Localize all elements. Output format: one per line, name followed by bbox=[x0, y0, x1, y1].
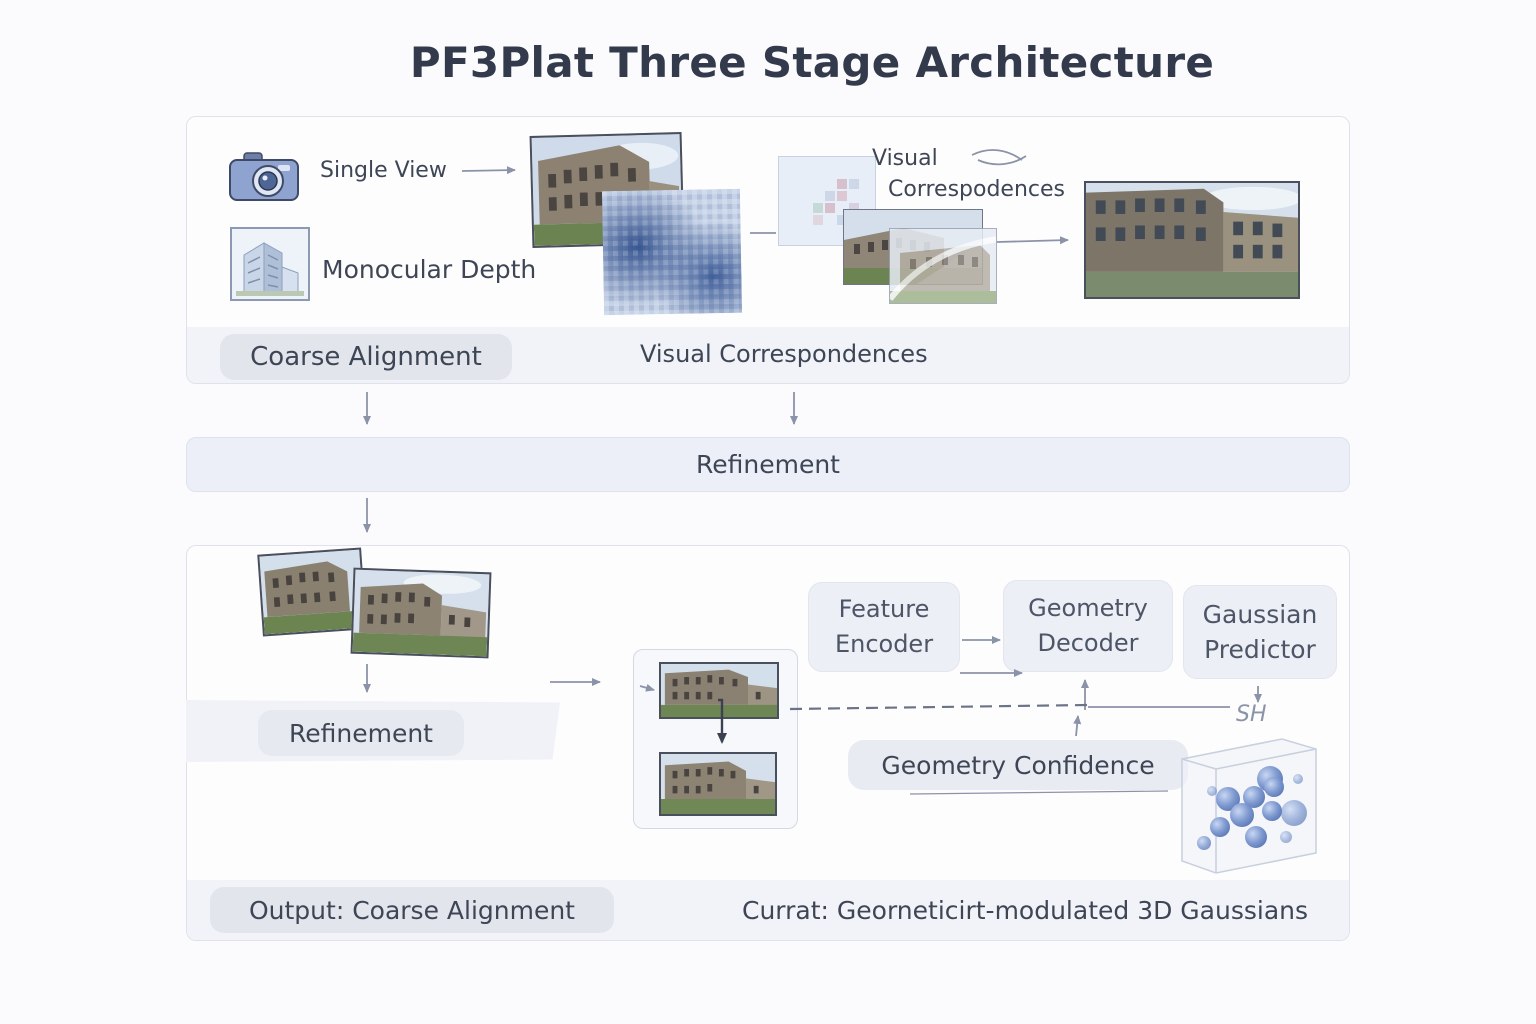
sh-label: SH bbox=[1236, 702, 1267, 727]
diagram-title: PF3Plat Three Stage Architecture bbox=[409, 38, 1215, 87]
output-caption: Currat: Georneticirt-modulated 3D Gaussi… bbox=[742, 896, 1309, 925]
refinement-pill: Refinement bbox=[258, 710, 464, 756]
geometry-decoder-line2: Decoder bbox=[1037, 629, 1139, 657]
view-pair-image-a bbox=[257, 547, 367, 637]
refined-view-image-bottom bbox=[659, 752, 777, 816]
gaussian-predictor-line2: Predictor bbox=[1204, 635, 1316, 664]
feature-encoder-line2: Encoder bbox=[834, 630, 934, 658]
correspondences-label-line1: Visual bbox=[872, 146, 938, 171]
refined-view-image-top bbox=[659, 662, 779, 719]
gaussian-predictor-line1: Gaussian bbox=[1202, 600, 1318, 629]
monocular-depth-label: Monocular Depth bbox=[322, 255, 537, 284]
geometry-decoder-line1: Geometry bbox=[1028, 594, 1148, 622]
refinement-bar: Refinement bbox=[186, 437, 1350, 492]
depth-building-icon bbox=[230, 227, 310, 301]
geometry-confidence-pill: Geometry Confidence bbox=[848, 740, 1188, 790]
aligned-result-image bbox=[1084, 181, 1300, 299]
gaussian-predictor-box: Gaussian Predictor bbox=[1183, 585, 1337, 679]
correspondence-photo-b bbox=[889, 228, 997, 304]
coarse-alignment-pill: Coarse Alignment bbox=[220, 334, 512, 380]
depth-map-image bbox=[601, 188, 743, 316]
correspondences-label-line2: Correspodences bbox=[888, 177, 1065, 202]
camera-icon bbox=[228, 150, 300, 202]
output-pill: Output: Coarse Alignment bbox=[210, 887, 614, 933]
visual-correspondences-band-label: Visual Correspondences bbox=[640, 340, 928, 368]
geometry-decoder-box: Geometry Decoder bbox=[1003, 580, 1173, 672]
single-view-label: Single View bbox=[320, 158, 447, 183]
gaussian-cube-icon bbox=[1176, 735, 1322, 875]
feature-encoder-box: Feature Encoder bbox=[808, 582, 960, 672]
refinement-bar-label: Refinement bbox=[696, 450, 840, 479]
feature-encoder-line1: Feature bbox=[838, 595, 930, 623]
view-pair-image-b bbox=[350, 567, 492, 659]
